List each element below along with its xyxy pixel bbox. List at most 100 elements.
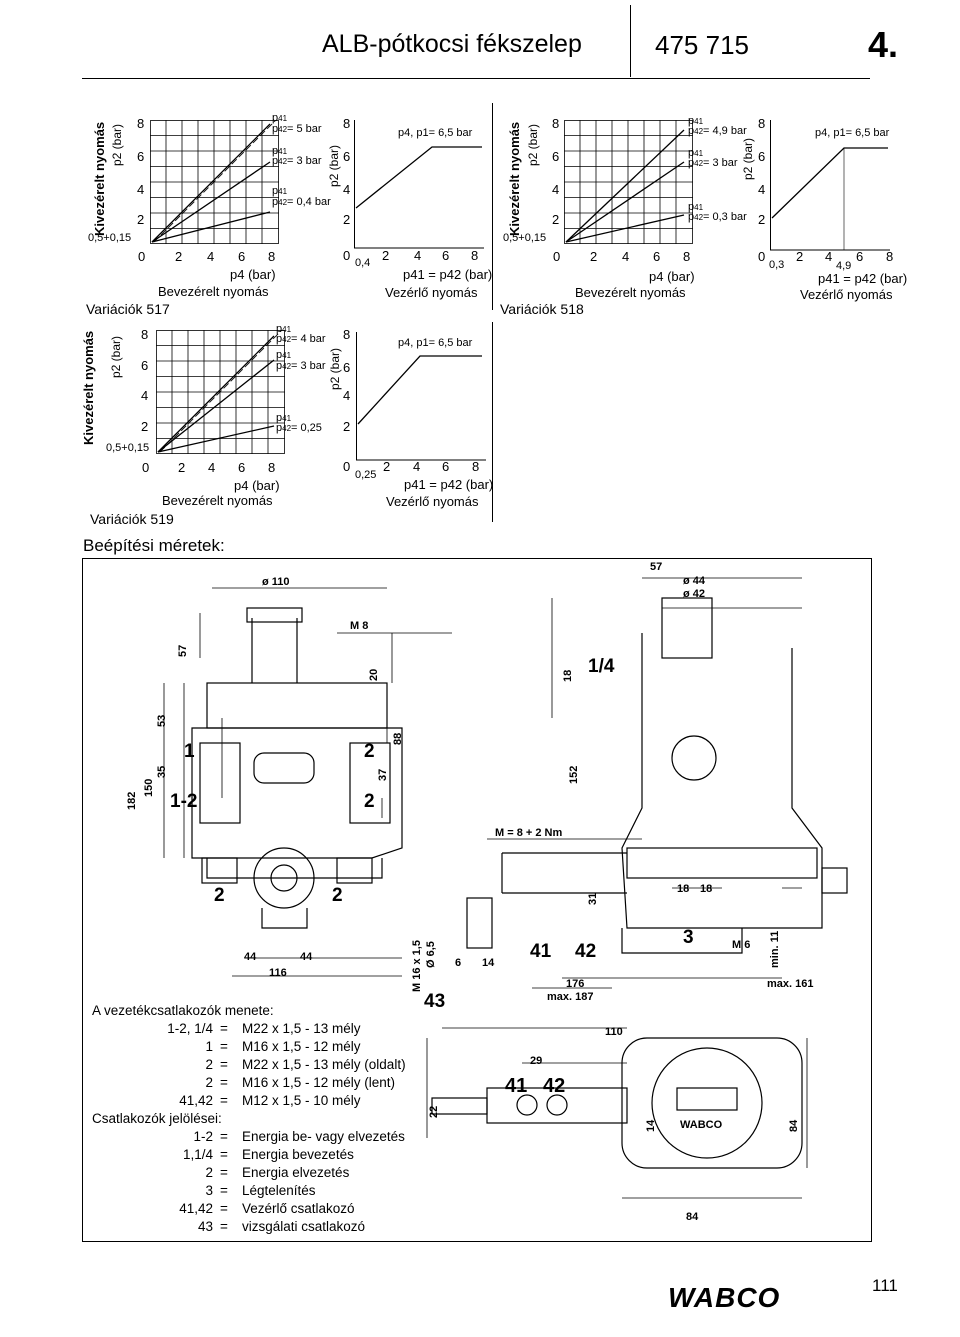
chart-518-ytick-8: 8 [552, 116, 560, 131]
chart-519r-xtick-2: 2 [383, 459, 391, 474]
dim-84-horiz: 84 [686, 1211, 699, 1223]
dim-84-vert: 84 [788, 1119, 800, 1132]
port-41: 41 [530, 941, 552, 962]
chart-519-xtick-6: 6 [238, 460, 246, 475]
chart-518r-break: 4,9 [836, 260, 852, 272]
chart-518-ylabel-unit: p2 (bar) [526, 123, 540, 166]
thread-val-2: M16 x 1,5 - 12 mély [242, 1039, 361, 1054]
chart-517r-ytick-2: 2 [343, 212, 351, 227]
chart-518-xtick-2: 2 [590, 249, 598, 264]
label-val-1: Energia be- vagy elvezetés [242, 1129, 405, 1144]
chart-519r-xtick-4: 4 [413, 459, 421, 474]
dim-176: 176 [566, 978, 585, 990]
chart-517-ylabel: Kivezérelt nyomás [92, 121, 107, 236]
chart-519-left-grid [156, 330, 285, 454]
chart-518r-title: p4, p1= 6,5 bar [815, 127, 890, 139]
chart-519r-xlabel-unit: p41 = p42 (bar) [404, 477, 494, 492]
wabco-logo: WABCO [668, 1282, 780, 1312]
port-42-bottom: 42 [543, 1075, 566, 1097]
chart-519-zero: 0 [142, 460, 150, 475]
threads-title: A vezetékcsatlakozók menete: [92, 1003, 274, 1018]
port-3: 3 [683, 927, 694, 948]
chart-519-line-3-label: = 0,25 [291, 422, 322, 434]
port-2-bottom-right: 2 [332, 885, 343, 906]
chart-517-xtick-4: 4 [207, 249, 215, 264]
chart-518-xtick-8: 8 [683, 249, 691, 264]
label-key-4: 3 [205, 1183, 213, 1198]
chart-519r-start: 0,25 [355, 469, 377, 481]
port-2-upper: 2 [364, 741, 375, 762]
port-14: 14 [645, 1119, 657, 1132]
chart-518-line-3-label: = 0,3 bar [703, 211, 747, 223]
chart-518-xlabel-unit: p4 (bar) [649, 269, 695, 284]
chart-518r-ytick-2: 2 [758, 212, 766, 227]
dim-57-right: 57 [650, 561, 663, 573]
chart-519-ytick-2: 2 [141, 419, 149, 434]
chart-517r-xtick-4: 4 [414, 248, 422, 263]
chart-519-ylabel: Kivezérelt nyomás [81, 330, 96, 445]
chart-518r-xlabel: Vezérlő nyomás [800, 287, 893, 302]
label-key-5: 41,42 [179, 1201, 213, 1216]
dim-37: 37 [377, 768, 389, 781]
dim-d65: Ø 6,5 [425, 941, 437, 968]
chart-518-ylabel: Kivezérelt nyomás [507, 121, 522, 236]
chart-518-caption: Variációk 518 [500, 301, 584, 317]
chart-517-xlabel-unit: p4 (bar) [230, 267, 276, 282]
thread-val-3: M22 x 1,5 - 13 mély (oldalt) [242, 1057, 406, 1072]
label-val-4: Légtelenítés [242, 1183, 316, 1198]
chart-517-ytick-8: 8 [137, 116, 145, 131]
chart-517r-xlabel-unit: p41 = p42 (bar) [403, 267, 493, 282]
chart-519r-ytick-4: 4 [343, 388, 351, 403]
label-val-3: Energia elvezetés [242, 1165, 350, 1180]
install-drawing-frame [82, 558, 872, 1242]
port-43: 43 [424, 991, 446, 1012]
chart-519r-xtick-8: 8 [472, 459, 480, 474]
chart-518r-ytick-4: 4 [758, 182, 766, 197]
chart-519-ytick-4: 4 [141, 388, 149, 403]
label-val-5: Vezérlő csatlakozó [242, 1201, 355, 1216]
label-key-2: 1,1/4 [182, 1147, 213, 1162]
dim-14: 14 [482, 957, 495, 969]
chart-519-xtick-4: 4 [208, 460, 216, 475]
chart-517r-ylabel: p2 (bar) [327, 144, 341, 187]
chart-517-ytick-6: 6 [137, 149, 145, 164]
wabco-logo-text: WABCO [668, 1282, 780, 1312]
chart-519-caption: Variációk 519 [90, 511, 174, 527]
chart-518-ytick-6: 6 [552, 149, 560, 164]
port-1: 1 [184, 741, 195, 762]
chart-518-right-plot [770, 120, 890, 251]
dim-d44-right: ø 44 [683, 575, 706, 587]
torque-label: M = 8 + 2 Nm [495, 827, 563, 839]
chart-517r-xtick-2: 2 [382, 248, 390, 263]
chart-519-ytick-8: 8 [141, 327, 149, 342]
dim-d42-right: ø 42 [683, 588, 706, 600]
thread-key-3: 2 [205, 1057, 213, 1072]
chart-517r-title: p4, p1= 6,5 bar [398, 127, 473, 139]
thread-key-4: 2 [205, 1075, 213, 1090]
chart-519-xlabel: Bevezérelt nyomás [162, 493, 273, 508]
port-41-bottom: 41 [505, 1075, 528, 1097]
label-key-6: 43 [197, 1219, 213, 1234]
port-2-lower: 2 [364, 791, 375, 812]
chart-519-ytick-6: 6 [141, 358, 149, 373]
chart-517-xtick-2: 2 [175, 249, 183, 264]
chart-519r-xtick-6: 6 [442, 459, 450, 474]
chart-518-ytick-2: 2 [552, 212, 560, 227]
chart-517-line-3-label: = 0,4 bar [287, 196, 331, 208]
chart-separator [492, 103, 493, 310]
chart-519-xlabel-unit: p4 (bar) [234, 478, 280, 493]
chart-518-xlabel: Bevezérelt nyomás [575, 285, 686, 300]
thread-key-2: 1 [205, 1039, 213, 1054]
label-val-6: vizsgálati csatlakozó [242, 1219, 366, 1234]
header-divider [630, 5, 631, 77]
chart-517-caption: Variációk 517 [86, 301, 170, 317]
chart-517r-xlabel: Vezérlő nyomás [385, 285, 478, 300]
chart-519r-ytick-2: 2 [343, 419, 351, 434]
document-title: ALB-pótkocsi fékszelep [322, 30, 582, 58]
chart-519r-ytick-8: 8 [343, 327, 351, 342]
dim-29: 29 [530, 1055, 543, 1067]
chart-517r-ytick-6: 6 [343, 149, 351, 164]
dim-22: 22 [428, 1105, 440, 1118]
chart-518r-xtick-8: 8 [886, 249, 894, 264]
chart-518-zero: 0 [553, 249, 561, 264]
